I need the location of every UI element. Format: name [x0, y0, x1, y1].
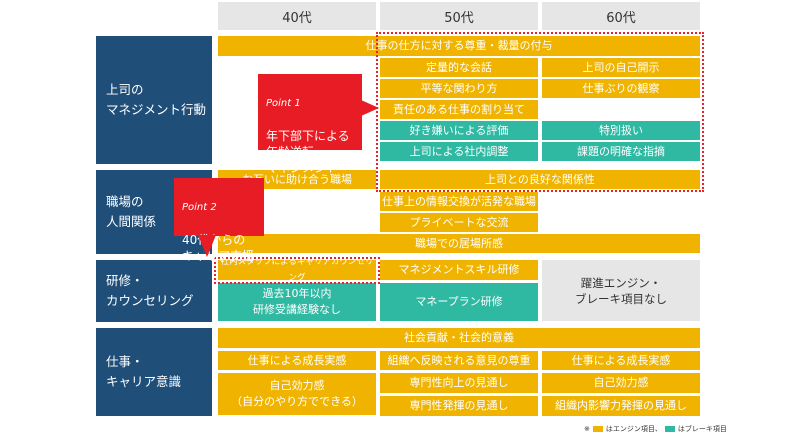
cell-good-relation: 上司との良好な関係性 — [380, 170, 700, 189]
category-management-line2: マネジメント行動 — [106, 102, 207, 117]
category-training-line1: 研修・ — [106, 273, 144, 288]
cell-money-plan: マネープラン研修 — [380, 283, 538, 321]
cell-clear-issue: 課題の明確な指摘 — [542, 142, 700, 161]
category-workplace-line1: 職場の — [106, 194, 144, 209]
category-career: 仕事・ キャリア意識 — [96, 328, 212, 416]
point2-label: Point 2 — [182, 202, 217, 213]
cell-self-disclosure: 上司の自己開示 — [542, 58, 700, 77]
header-60s: 60代 — [542, 2, 700, 30]
cell-growth-40s: 仕事による成長実感 — [218, 351, 376, 370]
category-career-line1: 仕事・ — [106, 354, 144, 369]
point1-callout: Point 1 年下部下による 年齢逆転 マネジメント — [258, 74, 362, 175]
cell-respect: 仕事の仕方に対する尊重・裁量の付与 — [218, 36, 700, 56]
category-training-line2: カウンセリング — [106, 293, 194, 308]
category-management: 上司の マネジメント行動 — [96, 36, 212, 164]
category-training: 研修・ カウンセリング — [96, 260, 212, 322]
cell-efficacy-40s: 自己効力感 （自分のやり方でできる） — [218, 373, 376, 415]
cell-promote-brake: 躍進エンジン・ ブレーキ項目なし — [542, 260, 700, 321]
legend-note: ※ — [584, 425, 590, 433]
highlight-box-point1 — [376, 32, 704, 192]
cell-likes-eval: 好き嫌いによる評価 — [380, 121, 538, 140]
cell-no-training: 過去10年以内 研修受講経験なし — [218, 283, 376, 321]
cell-influence: 組織内影響力発揮の見通し — [542, 396, 700, 416]
cell-belonging: 職場での居場所感 — [218, 234, 700, 253]
category-career-line2: キャリア意識 — [106, 374, 182, 389]
cell-social: 社会貢献・社会的意義 — [218, 328, 700, 348]
point2-callout: Point 2 40代からの キャリア支援 — [174, 178, 264, 263]
cell-opinion: 組織へ反映される意見の尊重 — [380, 351, 538, 370]
point1-arrow — [361, 100, 379, 116]
legend-engine-swatch — [592, 426, 603, 432]
cell-internal-counsel: 社内スタッフによるキャリアカウンセリング — [218, 257, 376, 283]
point2-text: 40代からの キャリア支援 — [182, 233, 255, 263]
cell-special: 特別扱い — [542, 121, 700, 140]
highlight-box-point2 — [214, 257, 380, 284]
cell-efficacy-60s: 自己効力感 — [542, 373, 700, 393]
legend-brake-swatch — [664, 426, 675, 432]
header-50s: 50代 — [380, 2, 538, 30]
point1-text: 年下部下による 年齢逆転 マネジメント — [266, 129, 350, 175]
legend-engine-label: はエンジン項目、 — [605, 425, 662, 433]
legend: ※ はエンジン項目、 はブレーキ項目 — [584, 424, 727, 434]
cell-observe: 仕事ぶりの観察 — [542, 79, 700, 98]
point2-arrow — [198, 235, 216, 257]
cell-expertise-up: 専門性向上の見通し — [380, 373, 538, 393]
header-40s: 40代 — [218, 2, 376, 30]
legend-brake-label: はブレーキ項目 — [677, 425, 727, 433]
category-workplace-line2: 人間関係 — [106, 214, 157, 229]
category-management-line1: 上司の — [106, 82, 144, 97]
cell-responsible-work: 責任のある仕事の割り当て — [380, 100, 538, 119]
cell-growth-60s: 仕事による成長実感 — [542, 351, 700, 370]
point1-label: Point 1 — [266, 98, 301, 109]
cell-expertise-use: 専門性発揮の見通し — [380, 396, 538, 416]
cell-regular-talk: 定量的な会話 — [380, 58, 538, 77]
cell-adjust: 上司による社内調整 — [380, 142, 538, 161]
cell-mgmt-training: マネジメントスキル研修 — [380, 260, 538, 280]
cell-private: プライベートな交流 — [380, 213, 538, 232]
cell-fair: 平等な関わり方 — [380, 79, 538, 98]
cell-info-exchange: 仕事上の情報交換が活発な職場 — [380, 192, 538, 211]
